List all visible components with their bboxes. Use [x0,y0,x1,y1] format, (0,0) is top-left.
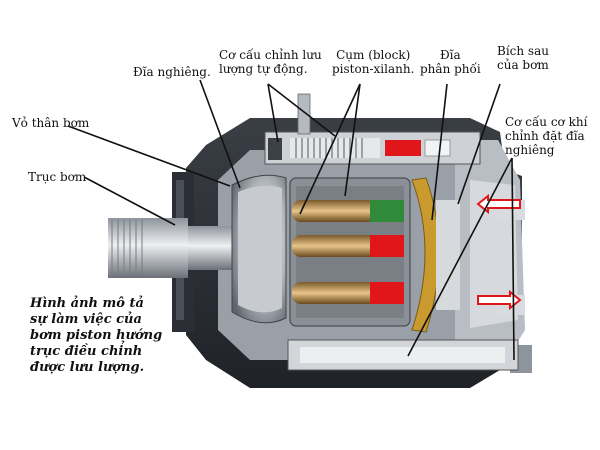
label-valve-plate: Đĩa phân phối [420,48,481,76]
label-swash-plate: Đĩa nghiêng. [133,65,211,79]
rear-flange [455,140,532,373]
label-rear-flange: Bích sau của bơm [497,44,549,72]
caption-line: bơm piston hướng [30,328,163,343]
bottom-control-cylinder [287,339,519,371]
caption-line: sự làm việc của [30,312,142,327]
label-cylinder-block: Cụm (block) piston-xilanh. [332,48,415,76]
label-pump-housing: Vỏ thân bơm [12,116,90,130]
label-flow-control: Cơ cấu chỉnh lưu lượng tự động. [219,48,322,76]
caption: Hình ảnh mô tả sự làm việc của bơm pisto… [30,296,205,376]
caption-line: trục điều chỉnh [30,344,143,359]
label-pump-shaft: Trục bơm [28,170,87,184]
top-control-cylinder [264,93,481,165]
caption-line: Hình ảnh mô tả [30,296,144,311]
label-swash-adjuster: Cơ cấu cơ khí chỉnh đặt đĩa nghiêng [505,115,588,157]
leader-lines [67,79,515,361]
caption-line: được lưu lượng. [30,360,145,375]
red-arrows [476,193,522,311]
pistons [292,200,404,304]
